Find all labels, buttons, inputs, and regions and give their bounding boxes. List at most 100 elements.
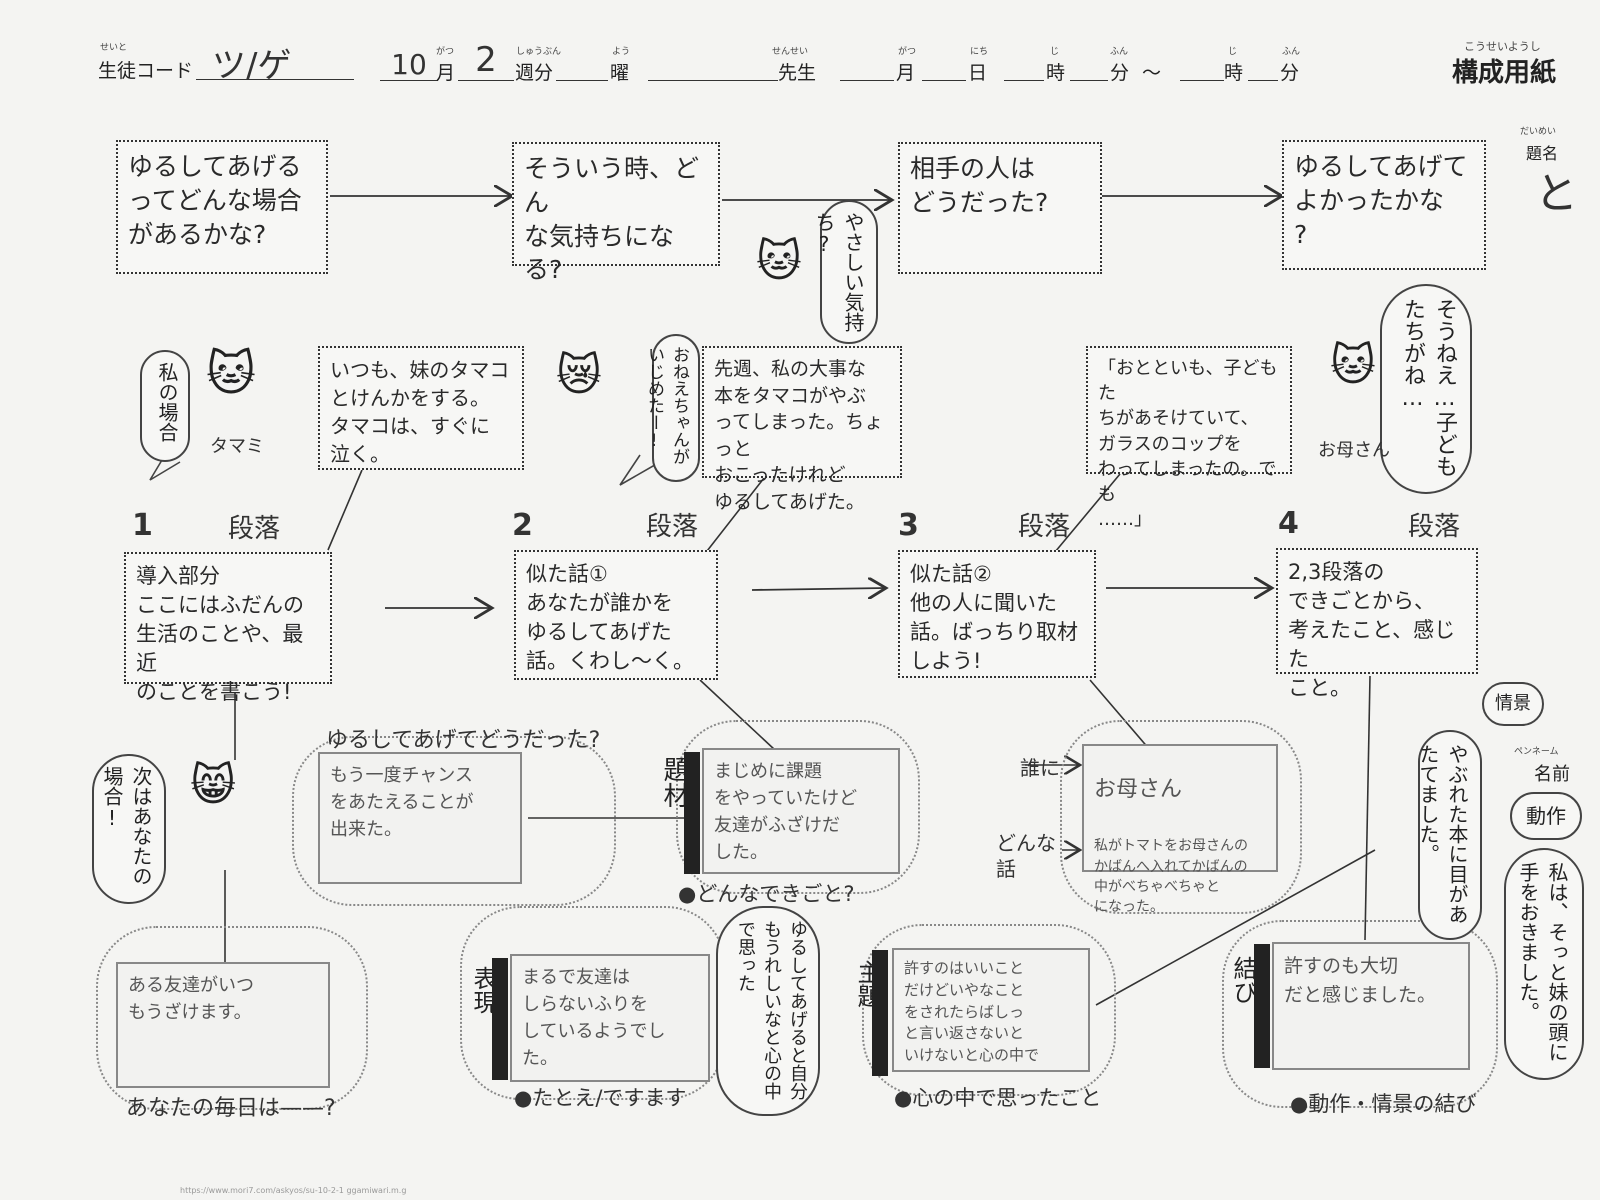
example-box-2: 先週、私の大事な 本をタマコがやぶ ってしまった。ちょっと おこったけれど ゆる… [702,346,902,513]
bubble-watashi-wa: 私は、そっと妹の頭に手をおきました。 [1504,848,1584,1080]
tilde: 〜 [1142,62,1162,84]
prompt-yurushite-dou: ゆるしてあげてどうだった? [326,728,601,753]
answer-box-2[interactable]: もう一度チャンス をあたえることが 出来た。 [318,752,522,884]
paragraph-2-box: 似た話① あなたが誰かを ゆるしてあげた 話。くわし〜く。 [514,550,718,680]
bubble-dousa: 動作 [1510,792,1582,840]
answer-box-5[interactable]: まるで友達は しらないふりを しているようでし た。 [510,954,710,1082]
start-min-field[interactable] [1070,60,1108,81]
answer-box-1[interactable]: ある友達がいつ もうざけます。 [116,962,330,1088]
student-code-field[interactable]: ツ/ゲ [196,38,354,86]
paragraph-3-number: 3 [898,508,919,543]
teacher-field[interactable] [648,60,778,81]
end-hour-field[interactable] [1180,60,1224,81]
end-min-label: 分 [1280,62,1300,84]
paragraph-3-label: 段落 [1018,512,1071,542]
month-label: 月 [436,62,456,84]
crying-cat-icon: 😿 [556,350,602,401]
label-donna-hanashi: どんな話 [996,831,1056,881]
paragraph-4-label: 段落 [1408,512,1461,542]
teacher-ruby: せんせい [772,47,809,57]
answer-box-7[interactable]: 許すのも大切 だと感じました。 [1272,942,1470,1070]
paragraph-1-box: 導入部分 ここにはふだんの 生活のことや、最近 のことを書こう! [124,552,332,704]
date-day-label: 日 [968,62,988,84]
example-box-3: 「おとといも、子どもた ちがあそけていて、 ガラスのコップを わってしまったの。… [1086,346,1292,530]
bubble-gentle: やさしい気持ち? [812,200,878,344]
date-month-ruby: がつ [898,47,917,57]
cloud-2 [676,720,920,894]
cat-waving-icon: 😸 [190,760,236,811]
month-field[interactable]: 10 [380,48,438,81]
question-box-1: ゆるしてあげる ってどんな場合 があるかな? [116,140,328,274]
title-ruby: だいめい [1520,127,1557,137]
label-kekketsu: 結び [1229,956,1257,1004]
pen-name-label: 名前 [1534,764,1570,785]
end-min-field[interactable] [1248,60,1278,81]
bubble-watashi-baai: 私の場合 [140,350,190,462]
week-ruby: しゅうぶん [516,47,562,57]
label-dare-ni: 誰に [1020,756,1060,780]
cat-mother-icon: 🐱 [1330,340,1376,391]
answer-box-3[interactable]: まじめに課題 をやっていたけど 友達がふざけだ した。 [702,748,900,874]
prompt-donna-dekigoto: ●どんなできごと? [678,882,855,906]
student-code-ruby: せいと [100,43,128,53]
start-hour-field[interactable] [1004,60,1044,81]
question-box-4: ゆるしてあげて よかったかな ? [1282,140,1486,270]
prompt-anata-mainichi: あなたの毎日は——? [126,1096,336,1121]
shudai-bar [872,950,888,1076]
cloud-4 [96,926,368,1110]
start-hour-ruby: じ [1050,47,1060,57]
cat-face-icon: 🐱 [756,236,802,287]
cloud-7 [1222,920,1498,1108]
cloud-6 [862,924,1116,1096]
example-box-1: いつも、妹のタマコ とけんかをする。 タマコは、すぐに 泣く。 [318,346,524,470]
daizai-bar [684,752,700,874]
paragraph-3-box: 似た話② 他の人に聞いた 話。ばっちり取材 しよう! [898,550,1096,678]
pen-name-ruby: ペンネーム [1514,747,1559,757]
week-field[interactable]: 2 [458,40,514,81]
answer-who: お母さん [1094,777,1183,803]
hyougen-bar [492,958,508,1080]
month-ruby: がつ [436,47,455,57]
paragraph-4-number: 4 [1278,506,1299,541]
sheet-title: 構成用紙 [1452,58,1557,88]
prompt-kokoro: ●心の中で思ったこと [894,1086,1102,1110]
date-month-field[interactable] [840,60,894,81]
answer-box-6[interactable]: 許すのはいいこと だけどいやなこと をされたらばしっ と言い返さないと いけない… [892,948,1090,1072]
prompt-dousa-jokei: ●動作・情景の結び [1290,1092,1477,1116]
bubble-yurushite-ureshii: ゆるしてあげると自分もうれしいなと心の中で思った [716,906,820,1116]
okaasan-label: お母さん [1318,440,1390,461]
bubble-onee: おねえちゃんがいじめたー! [644,334,700,482]
bubble-sou-nee: そうねえ…子どもたちがね… [1380,284,1472,494]
question-box-2: そういう時、どん な気持ちにな る? [512,142,720,284]
start-min-label: 分 [1110,62,1130,84]
date-day-ruby: にち [970,47,989,57]
paragraph-1-label: 段落 [228,514,281,544]
bubble-jokei: 情景 [1482,682,1544,726]
start-min-ruby: ふん [1110,47,1129,57]
answer-box-4[interactable]: お母さん 私がトマトをお母さんの かばんへ入れてかばんの 中がべちゃべちゃと に… [1082,744,1278,915]
day-label: 曜 [610,62,630,84]
paragraph-4-box: 2,3段落の できごとから、 考えたこと、感じた こと。 [1276,548,1478,700]
day-field[interactable] [556,60,608,81]
end-hour-label: 時 [1224,62,1244,84]
end-hour-ruby: じ [1228,47,1238,57]
question-box-3: 相手の人は どうだった? [898,142,1102,274]
cat-tamami-icon: 🐱 [206,346,257,402]
teacher-label: 先生 [778,62,817,84]
date-month-label: 月 [896,62,916,84]
paragraph-1-number: 1 [132,508,153,543]
start-hour-label: 時 [1046,62,1066,84]
title-value[interactable]: ゆるしてあげたこと [1527,170,1600,570]
paragraph-2-label: 段落 [646,512,699,542]
week-label: 週分 [515,62,554,84]
cloud-3 [1060,720,1302,914]
date-day-field[interactable] [922,60,966,81]
cloud-1 [292,736,616,906]
kekketsu-bar [1254,944,1270,1068]
tamami-label: タマミ [210,436,264,457]
prompt-tatoe: ●たとえ/ですます [514,1086,687,1110]
student-code-label: 生徒コード [98,60,194,82]
title-label: 題名 [1526,144,1559,163]
end-min-ruby: ふん [1282,47,1301,57]
bubble-yabureta: やぶれた本に目があたてました。 [1416,730,1482,940]
